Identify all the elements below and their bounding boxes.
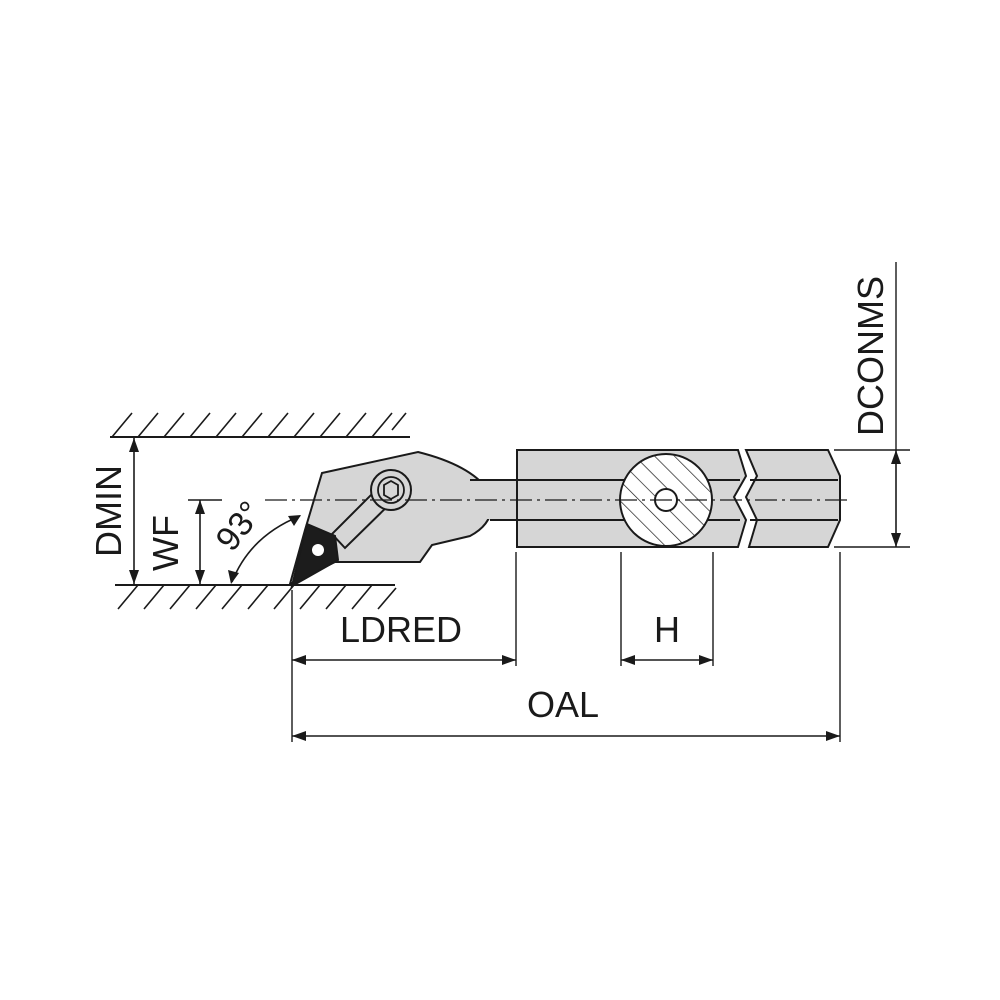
label-dconms: DCONMS — [850, 276, 891, 436]
extension-lines — [291, 262, 910, 742]
dim-oal — [292, 731, 840, 741]
dim-h — [621, 655, 713, 665]
bore-wall-bottom — [115, 584, 397, 610]
label-angle: 93° — [209, 494, 271, 558]
tool-shank-end — [744, 449, 841, 548]
label-h: H — [654, 609, 680, 650]
dim-dconms — [891, 450, 901, 547]
dim-ldred — [292, 655, 516, 665]
label-oal: OAL — [527, 684, 599, 725]
bore-wall-top — [110, 412, 410, 438]
cutting-insert-icon — [290, 522, 340, 589]
label-dmin: DMIN — [88, 465, 129, 557]
dim-dmin — [129, 438, 139, 584]
dim-angle — [228, 515, 301, 584]
label-wf: WF — [145, 515, 186, 571]
clamp-screw-icon — [370, 469, 412, 511]
label-ldred: LDRED — [340, 609, 462, 650]
dim-wf — [188, 499, 222, 584]
